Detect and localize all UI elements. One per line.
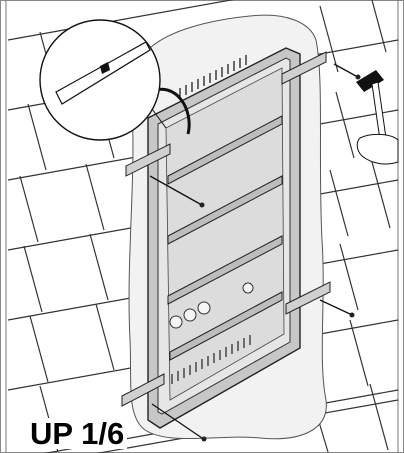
anchor-screws [149, 63, 357, 439]
din-rails [167, 115, 283, 361]
detail-callout [39, 19, 191, 141]
distribution-box [147, 47, 301, 429]
top-terminal-strip [179, 55, 247, 98]
bottom-terminal-block [171, 335, 251, 384]
hand-icon [356, 133, 399, 165]
screw-heads [199, 74, 361, 442]
mounting-brackets [121, 51, 331, 407]
step-caption: UP 1/6 [30, 418, 128, 449]
knockout-holes [169, 282, 254, 329]
